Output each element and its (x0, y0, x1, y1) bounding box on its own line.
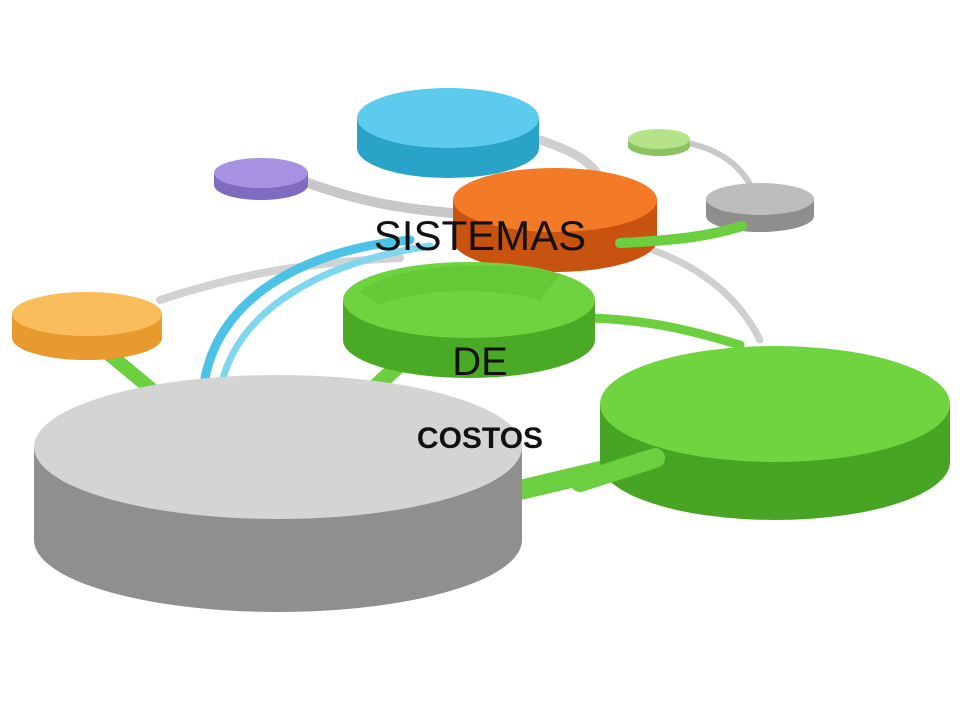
blue-node (357, 88, 539, 178)
purple-node (214, 158, 308, 200)
large-gray-node (34, 375, 522, 612)
center-green-node (343, 262, 595, 378)
connector-gray-arc-4 (685, 140, 755, 191)
title-word-sistemas: SISTEMAS (373, 212, 587, 259)
title-line-3: COSTOS (0, 422, 960, 456)
title-word-de: DE (452, 340, 508, 384)
connector-gray-arc-1 (295, 175, 475, 220)
connector-blue-arc-2 (218, 242, 434, 386)
light-green-node (628, 129, 690, 156)
orange-node (453, 168, 657, 272)
title-line-2: DE (0, 340, 960, 385)
large-green-node (600, 346, 950, 520)
title-word-costos: COSTOS (416, 422, 544, 455)
foreground-connectors (570, 221, 747, 492)
connector-blue-arc-1 (200, 235, 415, 383)
connector-green-4 (585, 313, 745, 350)
title-line-1: SISTEMAS (0, 212, 960, 260)
yellow-orange-node (12, 292, 162, 360)
nodes (12, 88, 950, 612)
